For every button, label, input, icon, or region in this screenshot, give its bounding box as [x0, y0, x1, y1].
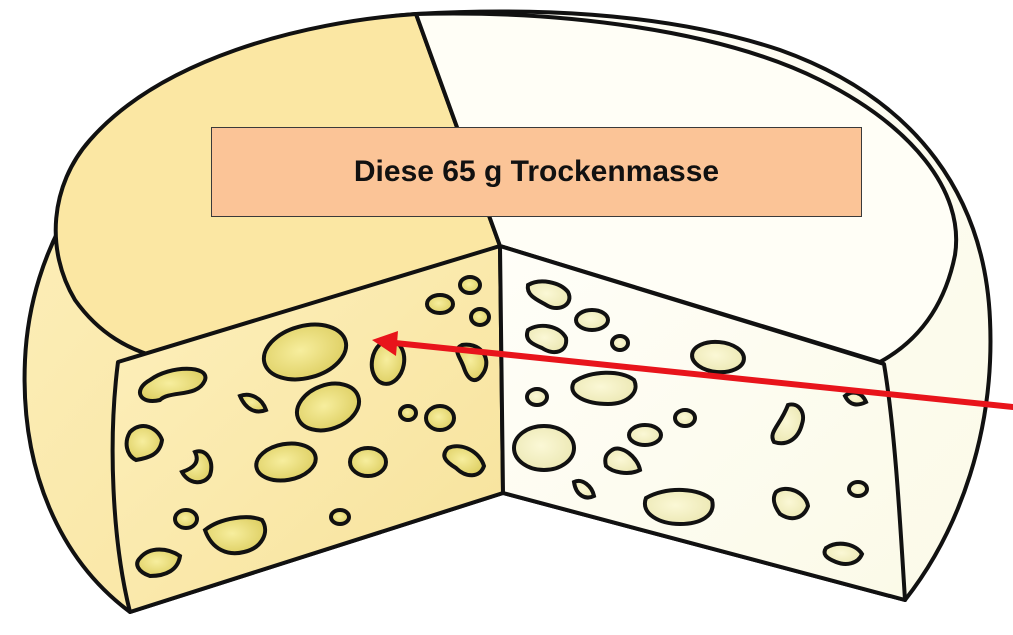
label-text: Diese 65 g Trockenmasse [354, 155, 719, 189]
label-box: Diese 65 g Trockenmasse [211, 127, 862, 217]
